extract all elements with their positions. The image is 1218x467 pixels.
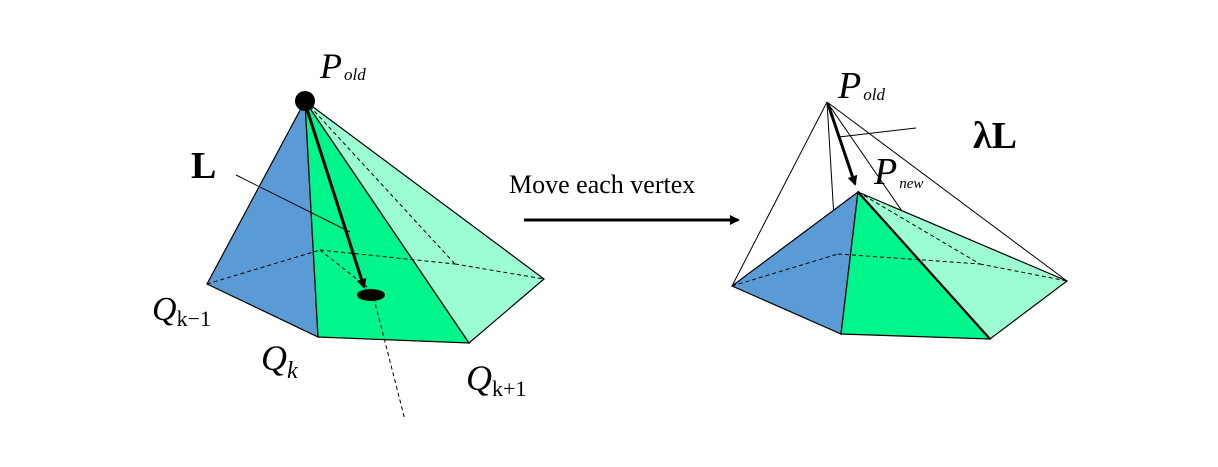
lambda-l-leader xyxy=(838,127,917,138)
q-k-plus-1-label: Qk+1 xyxy=(466,358,526,401)
right-pyramid xyxy=(730,101,1069,340)
vector-l-label: L xyxy=(191,145,216,187)
right-face-blue xyxy=(730,190,859,335)
lambda-l-arrow xyxy=(826,103,858,186)
q-k-minus-1-label: Qk−1 xyxy=(152,291,211,331)
lambda-l-label: λL xyxy=(973,115,1017,157)
left-face-blue xyxy=(206,98,319,338)
left-hidden-edges xyxy=(206,100,545,421)
right-front-edge xyxy=(857,191,991,340)
left-face-green xyxy=(304,98,471,344)
transition-label: Move each vertex xyxy=(509,170,695,199)
vector-l-arrow xyxy=(303,102,367,289)
left-pyramid xyxy=(206,91,545,421)
vector-l-leader xyxy=(235,174,351,233)
q-k-label: Qk xyxy=(261,338,298,384)
left-centroid-marker xyxy=(357,289,385,301)
right-hidden-edges xyxy=(731,191,1068,287)
left-p-old-vertex xyxy=(295,91,315,111)
